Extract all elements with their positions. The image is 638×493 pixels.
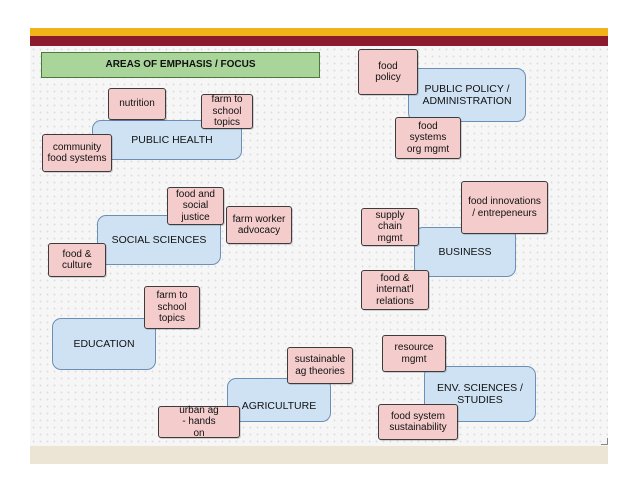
area-education: EDUCATION bbox=[52, 318, 156, 370]
tag-food-and-culture: food & culture bbox=[48, 243, 106, 277]
header-maroon-stripe bbox=[30, 36, 608, 46]
diagram-title: AREAS OF EMPHASIS / FOCUS bbox=[41, 52, 320, 78]
tag-farm-to-school-topics-ph: farm to school topics bbox=[201, 94, 253, 129]
tag-food-innovations: food innovations / entrepeneurs bbox=[461, 181, 548, 234]
tag-food-system-sustainability: food system sustainability bbox=[378, 404, 458, 440]
diagram-canvas: AREAS OF EMPHASIS / FOCUS PUBLIC HEALTH … bbox=[30, 46, 608, 446]
tag-sustainable-ag-theories: sustainable ag theories bbox=[287, 347, 353, 384]
tag-nutrition: nutrition bbox=[108, 88, 166, 120]
tag-food-systems-org-mgmt: food systems org mgmt bbox=[395, 117, 461, 159]
resize-handle-icon[interactable] bbox=[601, 438, 608, 445]
area-public-policy: PUBLIC POLICY / ADMINISTRATION bbox=[408, 68, 526, 122]
tag-farm-worker-advocacy: farm worker advocacy bbox=[226, 206, 292, 244]
tag-community-food-systems: community food systems bbox=[42, 134, 112, 172]
tag-urban-ag-hands-on: urban ag - hands on bbox=[158, 405, 240, 439]
tag-resource-mgmt: resource mgmt bbox=[382, 335, 446, 372]
tag-food-policy: food policy bbox=[358, 49, 418, 95]
area-business: BUSINESS bbox=[414, 227, 516, 277]
tag-food-internatl-relations: food & internat'l relations bbox=[361, 270, 429, 310]
tag-farm-to-school-topics-edu: farm to school topics bbox=[144, 286, 200, 329]
tag-supply-chain-mgmt: supply chain mgmt bbox=[361, 208, 419, 246]
footer-strip bbox=[30, 446, 608, 464]
area-social-sciences: SOCIAL SCIENCES bbox=[97, 215, 221, 265]
header-gold-stripe bbox=[30, 28, 608, 36]
area-agriculture: AGRICULTURE bbox=[227, 378, 331, 422]
tag-food-and-social-justice: food and social justice bbox=[167, 187, 224, 225]
